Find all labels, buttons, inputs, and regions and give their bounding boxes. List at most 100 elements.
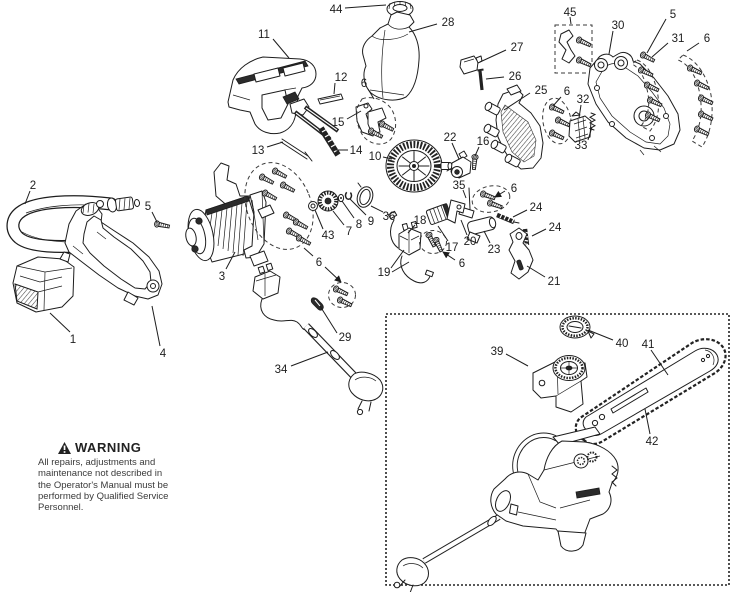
part-33-spring	[588, 112, 597, 131]
callout-5: 5	[145, 201, 158, 223]
svg-text:6: 6	[564, 86, 570, 98]
part-39-side-cover	[532, 355, 588, 413]
svg-text:10: 10	[369, 151, 382, 163]
svg-text:29: 29	[339, 332, 352, 344]
gear-washer-set-43-7-8-9	[308, 190, 353, 212]
callout-7: 7	[332, 210, 352, 238]
callout-34: 34	[275, 351, 329, 376]
callout-24: 24	[531, 222, 562, 237]
svg-text:40: 40	[616, 338, 629, 350]
part-4-chassis	[64, 200, 163, 306]
svg-text:28: 28	[442, 17, 455, 29]
svg-text:4: 4	[160, 348, 167, 360]
screw-set-6a	[356, 97, 397, 145]
svg-text:26: 26	[509, 71, 522, 83]
part-17-brush-block	[425, 203, 452, 225]
svg-text:27: 27	[511, 42, 524, 54]
part-25-motor-mount	[483, 84, 544, 170]
warning-line: performed by Qualified Service	[38, 490, 169, 502]
svg-text:6: 6	[459, 258, 465, 270]
svg-text:43: 43	[322, 230, 335, 242]
callout-31: 31	[651, 33, 684, 58]
part-11-rear-handle-cover	[227, 56, 317, 135]
callout-39: 39	[491, 346, 529, 367]
warning-body: All repairs, adjustments and maintenance…	[38, 457, 180, 513]
callout-20: 20	[460, 219, 477, 248]
svg-text:12: 12	[335, 72, 348, 84]
callout-32: 32	[577, 94, 589, 119]
callout-24: 24	[512, 202, 543, 218]
part-22-switch	[446, 150, 472, 179]
svg-text:42: 42	[646, 436, 659, 448]
svg-text:24: 24	[549, 222, 562, 234]
svg-text:6: 6	[361, 78, 367, 90]
warning-line: the Operator's Manual must be	[38, 479, 169, 491]
callout-21: 21	[526, 265, 560, 288]
svg-text:3: 3	[219, 271, 225, 283]
callout-27: 27	[479, 42, 524, 63]
part-27-block	[459, 55, 483, 75]
svg-text:1: 1	[70, 334, 76, 346]
svg-text:6: 6	[316, 257, 322, 269]
part-40-cap	[559, 315, 595, 339]
part-21-chain-catcher	[508, 227, 534, 280]
svg-text:24: 24	[530, 202, 543, 214]
callout-5: 5	[646, 9, 676, 54]
callout-6: 6	[303, 247, 342, 283]
svg-text:44: 44	[330, 4, 343, 16]
screw-set-6b	[542, 97, 572, 145]
svg-text:2: 2	[30, 180, 36, 192]
warning-line: Personnel.	[38, 502, 84, 514]
part-13-pin	[280, 138, 313, 162]
part-12-key	[317, 93, 344, 105]
warning-line: All repairs, adjustments and	[38, 457, 156, 468]
part-1-motor-cover	[12, 251, 75, 313]
svg-text:18: 18	[414, 215, 427, 227]
part-34-power-cord	[252, 262, 384, 416]
callout-6: 6	[442, 251, 465, 270]
svg-text:9: 9	[368, 216, 374, 228]
svg-text:45: 45	[564, 7, 577, 19]
warning-heading: WARNING	[38, 440, 180, 455]
part-23-cylinder	[466, 216, 497, 244]
callout-43: 43	[314, 209, 335, 242]
callout-6: 6	[686, 33, 710, 52]
callout-25: 25	[503, 85, 547, 111]
svg-text:23: 23	[488, 244, 501, 256]
callout-4: 4	[151, 305, 167, 360]
callout-15: 15	[332, 110, 362, 129]
callout-17: 17	[437, 225, 458, 254]
part-28-oil-tank	[362, 11, 420, 101]
warning-triangle-icon	[58, 441, 71, 454]
svg-text:8: 8	[356, 219, 362, 231]
callout-13: 13	[252, 141, 284, 157]
svg-text:35: 35	[453, 180, 466, 192]
screw-set-6e	[328, 282, 356, 309]
svg-text:34: 34	[275, 364, 288, 376]
callout-26: 26	[485, 71, 522, 83]
screw-set-6d	[419, 230, 447, 254]
screw-band-6-right	[677, 54, 715, 148]
callout-3: 3	[219, 251, 236, 283]
svg-text:41: 41	[642, 339, 655, 351]
callout-16: 16	[474, 136, 489, 157]
svg-text:7: 7	[346, 226, 352, 238]
assembled-saw	[393, 426, 619, 592]
callout-41: 41	[642, 339, 669, 376]
svg-text:5: 5	[145, 201, 151, 213]
svg-text:14: 14	[350, 145, 363, 157]
part-32-brush-holder	[568, 111, 592, 143]
callout-2: 2	[24, 180, 36, 205]
screw-band-31	[631, 59, 664, 132]
svg-text:5: 5	[670, 9, 676, 21]
part-41-guide-bar	[574, 338, 727, 446]
part-20-bracket	[446, 199, 466, 224]
part-10-fan	[385, 139, 453, 193]
part-45-brake-link	[554, 24, 593, 74]
callout-10: 10	[369, 151, 393, 163]
svg-text:20: 20	[464, 236, 477, 248]
callout-1: 1	[49, 312, 76, 346]
